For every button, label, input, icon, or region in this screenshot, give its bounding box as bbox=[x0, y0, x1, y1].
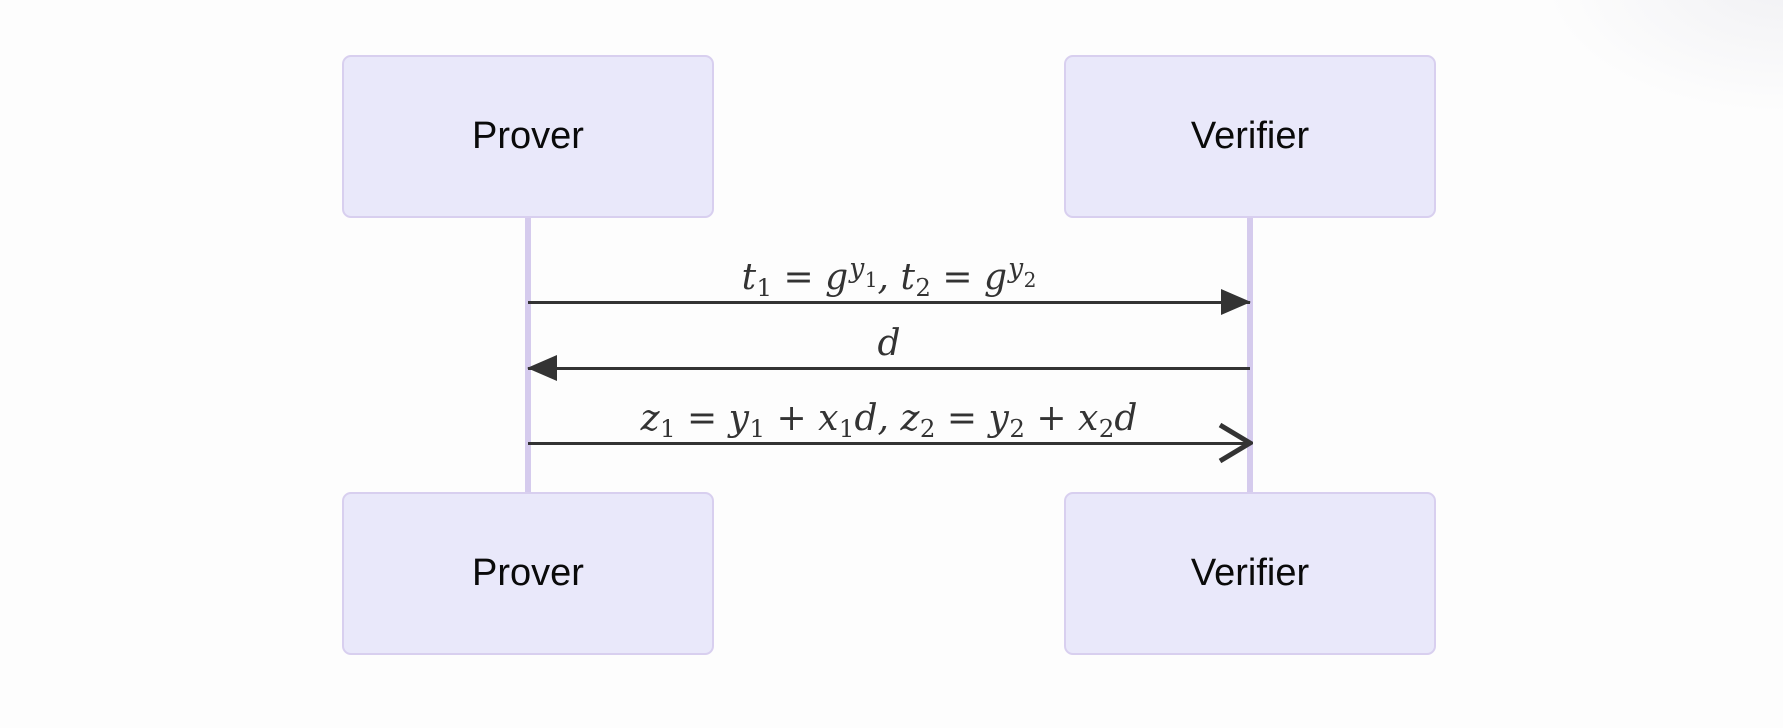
actor-box-prover-top: Prover bbox=[342, 55, 714, 218]
message-challenge: d bbox=[527, 296, 1250, 381]
message-commitment-line bbox=[528, 300, 1250, 304]
actor-box-verifier-top: Verifier bbox=[1064, 55, 1436, 218]
actor-label-verifier-bottom: Verifier bbox=[1190, 552, 1310, 594]
message-response: z1 = y1 + x1d, z2 = y2 + x2d bbox=[528, 371, 1253, 464]
filled-arrowhead-left-icon bbox=[527, 354, 557, 382]
message-response-label: z1 = y1 + x1d, z2 = y2 + x2d bbox=[640, 398, 1138, 443]
message-commitment: t1 = gy1, t2 = gy2 bbox=[528, 230, 1251, 315]
lifeline-verifier bbox=[1247, 218, 1253, 492]
actor-label-prover-top: Prover bbox=[472, 115, 584, 157]
message-challenge-label: d bbox=[877, 323, 901, 365]
message-challenge-line bbox=[528, 366, 1250, 370]
message-response-line bbox=[528, 441, 1250, 445]
actor-box-prover-bottom: Prover bbox=[342, 492, 714, 655]
actor-label-prover-bottom: Prover bbox=[472, 552, 584, 594]
actor-label-verifier-top: Verifier bbox=[1190, 115, 1310, 157]
lifeline-prover bbox=[525, 218, 531, 492]
message-commitment-label: t1 = gy1, t2 = gy2 bbox=[741, 252, 1037, 302]
filled-arrowhead-right-icon bbox=[1221, 288, 1251, 316]
open-arrowhead-right-icon bbox=[1213, 421, 1253, 465]
actor-box-verifier-bottom: Verifier bbox=[1064, 492, 1436, 655]
